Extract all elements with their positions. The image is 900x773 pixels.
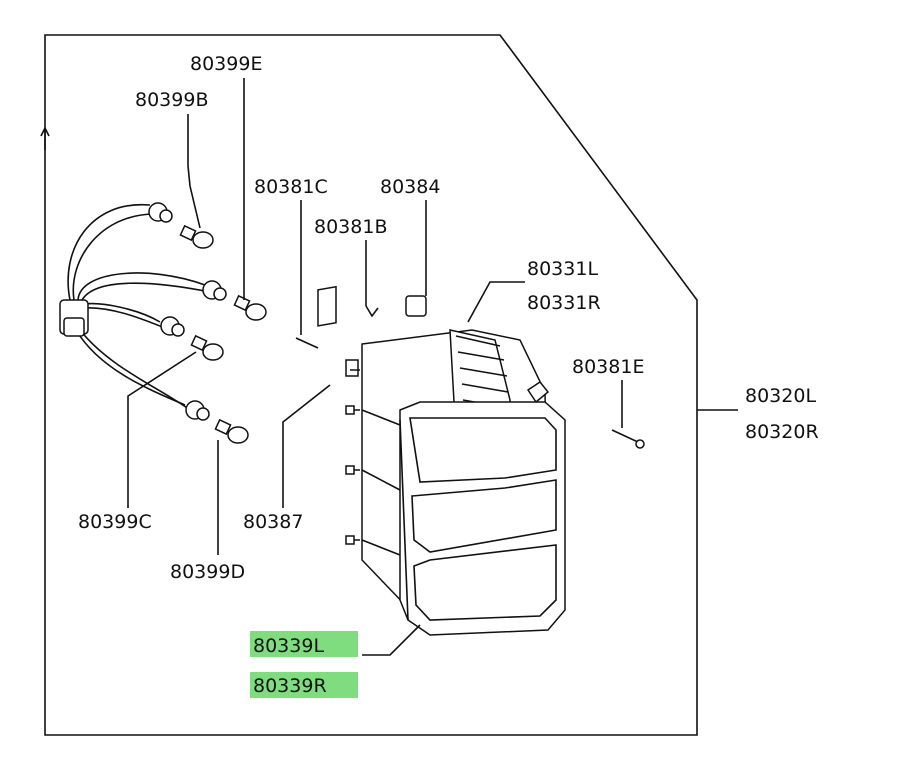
part-label-80331l[interactable]: 80331L [527, 258, 598, 280]
nut-80384 [405, 295, 427, 317]
assembly-frame [44, 34, 698, 736]
part-label-80339r[interactable]: 80339R [253, 675, 327, 697]
part-label-80381b[interactable]: 80381B [314, 216, 387, 238]
part-label-80399b[interactable]: 80399B [135, 89, 208, 111]
clip-80381b [365, 305, 379, 318]
part-label-80381e[interactable]: 80381E [572, 356, 644, 378]
leader-lines [127, 78, 738, 656]
bulb [179, 224, 214, 249]
part-label-80331r[interactable]: 80331R [527, 292, 601, 314]
part-label-80387[interactable]: 80387 [243, 511, 303, 533]
wiring-harness [59, 203, 211, 411]
bulb-socket [202, 280, 227, 301]
part-label-80320r[interactable]: 80320R [745, 421, 819, 443]
part-label-80320l[interactable]: 80320L [745, 385, 816, 407]
screw-80381c [295, 337, 319, 349]
frame-arrow-mark [40, 126, 50, 150]
bulb-socket [160, 316, 185, 337]
highlight-80339r [250, 672, 358, 698]
part-label-80381c[interactable]: 80381C [254, 176, 328, 198]
bulb [190, 334, 224, 361]
bulb [233, 294, 267, 321]
bulb-socket [185, 400, 210, 421]
part-label-80339l[interactable]: 80339L [253, 635, 324, 657]
part-label-80399d[interactable]: 80399D [170, 561, 245, 583]
packing-80387 [317, 285, 359, 377]
part-label-80399c[interactable]: 80399C [78, 511, 152, 533]
part-label-80399e[interactable]: 80399E [190, 53, 262, 75]
part-label-80384[interactable]: 80384 [380, 176, 440, 198]
bulb-socket [148, 202, 173, 223]
screw-80381e [611, 429, 645, 449]
lamp-protector-80339 [399, 401, 566, 636]
bulb [214, 418, 249, 444]
highlight-80339l [250, 631, 358, 657]
